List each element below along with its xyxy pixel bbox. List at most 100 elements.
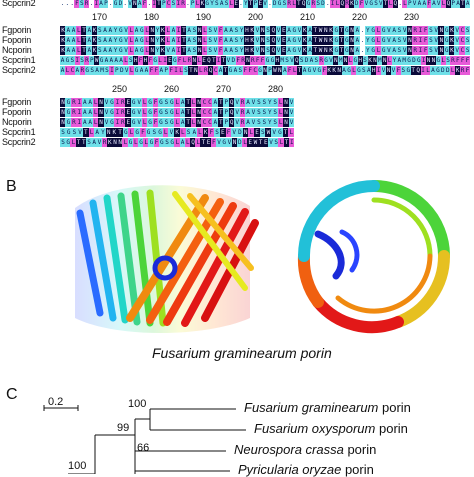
residue-cell: S bbox=[464, 46, 470, 55]
residue-cell: . bbox=[147, 0, 152, 7]
scale-bar-label: 0.2 bbox=[48, 396, 64, 408]
residue-cell: H bbox=[274, 56, 280, 65]
residue-cell: L bbox=[157, 56, 163, 65]
residue-cell: Q bbox=[392, 0, 398, 8]
residue-cell: F bbox=[177, 56, 183, 65]
residue-cell: P bbox=[163, 66, 169, 75]
residue-cell: T bbox=[338, 26, 345, 35]
ruler-tick-label: 270 bbox=[216, 84, 232, 94]
residue-cell: N bbox=[98, 118, 105, 127]
residue-cell: A bbox=[354, 46, 361, 55]
residue-cell: R bbox=[239, 98, 246, 107]
residue-cell: G bbox=[130, 98, 137, 107]
residue-cell: V bbox=[296, 36, 303, 45]
residue-cell: I bbox=[76, 98, 83, 107]
residue-cell: A bbox=[94, 66, 100, 75]
residue-cell: R bbox=[250, 56, 256, 65]
residue-cell: N bbox=[196, 118, 203, 127]
residue-cell: L bbox=[182, 56, 188, 65]
residue-cell: I bbox=[417, 36, 424, 45]
residue-cell: V bbox=[271, 128, 278, 137]
residue-cell: S bbox=[191, 26, 198, 35]
residue-cell: V bbox=[124, 66, 130, 75]
residue-cell: S bbox=[261, 118, 268, 127]
residue-cell: G bbox=[168, 118, 175, 127]
residue-cell: V bbox=[262, 0, 268, 8]
residue-cell: D bbox=[440, 66, 446, 75]
residue-cell: T bbox=[312, 36, 319, 45]
seq-name-top: Scpcrin2 bbox=[2, 0, 36, 8]
residue-cell: R bbox=[70, 118, 77, 127]
residue-cell: G bbox=[130, 118, 137, 127]
residue-cell: N bbox=[438, 46, 445, 55]
residue-cell: . bbox=[268, 0, 272, 7]
residue-cell: A bbox=[219, 0, 225, 8]
residue-cell: W bbox=[317, 36, 324, 45]
residue-cell: E bbox=[280, 26, 287, 35]
residue-cell: S bbox=[214, 128, 221, 137]
residue-cell: G bbox=[158, 138, 165, 147]
residue-cell: A bbox=[222, 36, 229, 45]
residue-cell: R bbox=[310, 0, 316, 8]
residue-cell: T bbox=[283, 138, 290, 147]
residue-cell: E bbox=[167, 56, 173, 65]
residue-cell: K bbox=[106, 138, 113, 147]
residue-cell: G bbox=[138, 138, 144, 147]
residue-cell: K bbox=[328, 26, 335, 35]
residue-cell: G bbox=[265, 56, 270, 65]
residue-cell: A bbox=[228, 46, 235, 55]
residue-cell: S bbox=[427, 46, 434, 55]
residue-cell: A bbox=[133, 26, 140, 35]
residue-cell: A bbox=[113, 56, 119, 65]
residue-cell: A bbox=[102, 26, 109, 35]
residue-cell: S bbox=[86, 138, 92, 147]
residue-cell: A bbox=[170, 46, 177, 55]
residue-cell: N bbox=[349, 26, 356, 35]
residue-cell: Q bbox=[228, 118, 235, 127]
residue-cell: V bbox=[123, 26, 130, 35]
residue-cell: R bbox=[119, 98, 126, 107]
bootstrap-2: 99 bbox=[117, 422, 130, 434]
residue-cell: L bbox=[288, 128, 294, 137]
residue-cell: I bbox=[216, 56, 222, 65]
residue-cell: S bbox=[396, 36, 403, 45]
residue-cell: S bbox=[373, 0, 379, 8]
residue-cell: G bbox=[145, 128, 152, 137]
residue-cell: S bbox=[261, 98, 268, 107]
residue-cell: Y bbox=[364, 46, 371, 55]
residue-cell: G bbox=[134, 66, 140, 75]
residue-cell: M bbox=[279, 56, 285, 65]
residue-cell: G bbox=[157, 118, 164, 127]
residue-cell: L bbox=[351, 66, 357, 75]
residue-cell: K bbox=[448, 36, 455, 45]
residue-cell: A bbox=[391, 46, 398, 55]
residue-cell: S bbox=[164, 138, 170, 147]
sequence-name: Scpcrin1 bbox=[2, 55, 36, 65]
residue-cell: G bbox=[147, 108, 154, 117]
residue-cell: L bbox=[128, 26, 135, 35]
residue-cell: . bbox=[398, 0, 402, 7]
residue-cell: R bbox=[119, 118, 126, 127]
residue-cell: A bbox=[391, 36, 398, 45]
residue-cell: N bbox=[149, 46, 156, 55]
residue-cell: S bbox=[272, 118, 279, 127]
residue-cell: V bbox=[254, 26, 261, 35]
residue-cell: N bbox=[149, 36, 156, 45]
residue-cell: L bbox=[375, 36, 382, 45]
residue-cell: K bbox=[249, 46, 256, 55]
residue-cell: L bbox=[347, 56, 353, 65]
residue-cell: N bbox=[98, 108, 105, 117]
residue-cell: K bbox=[111, 128, 118, 137]
residue-cell: A bbox=[179, 108, 186, 117]
residue-cell: S bbox=[214, 0, 220, 8]
residue-cell: V bbox=[136, 108, 143, 117]
residue-cell: A bbox=[307, 36, 314, 45]
residue-cell: F bbox=[465, 56, 470, 65]
residue-cell: L bbox=[128, 128, 135, 137]
residue-cell: N bbox=[406, 26, 413, 35]
residue-cell: I bbox=[376, 66, 382, 75]
residue-cell: G bbox=[138, 26, 145, 35]
residue-cell: V bbox=[212, 46, 219, 55]
residue-cell: T bbox=[81, 46, 88, 55]
panel-c-label: C bbox=[6, 386, 18, 403]
